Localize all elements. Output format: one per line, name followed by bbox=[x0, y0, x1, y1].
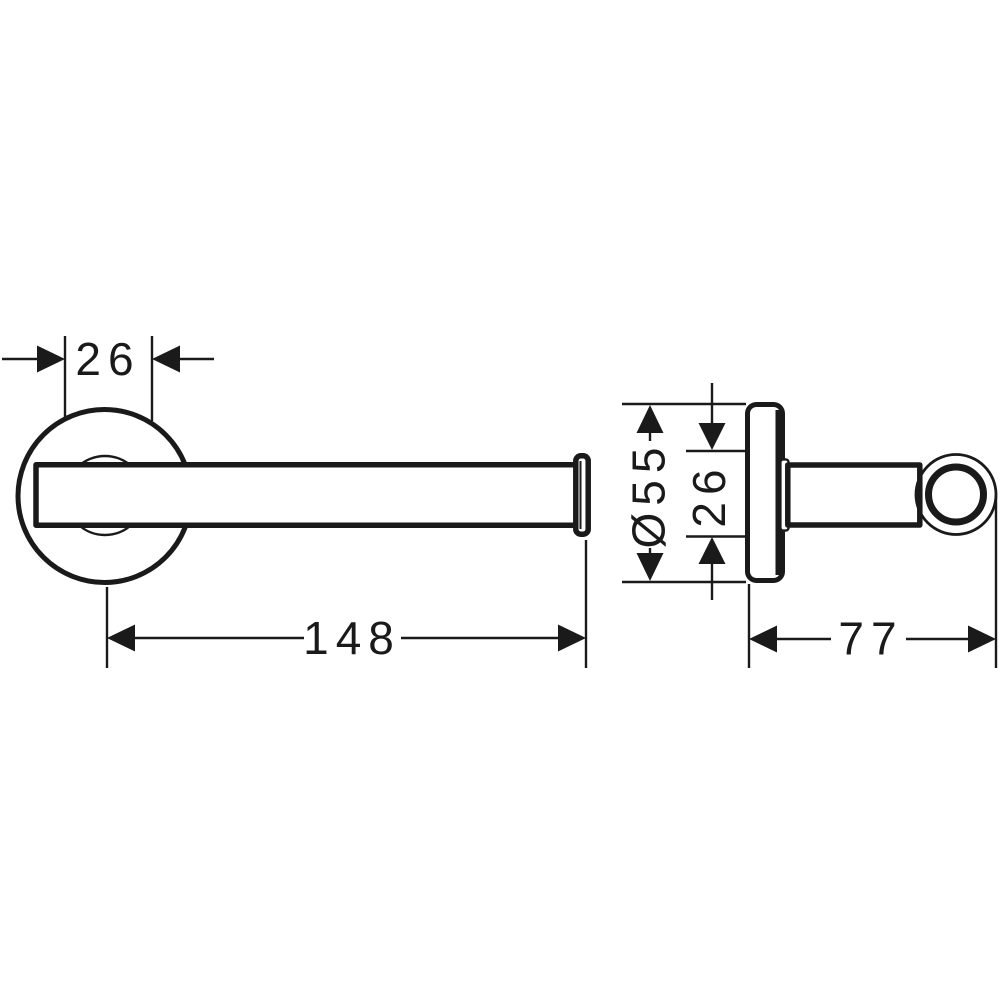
dimension-side-collar-diameter: 26 bbox=[683, 383, 746, 600]
arrowhead-down-icon bbox=[698, 423, 726, 450]
roll-holder-arm bbox=[33, 462, 577, 528]
dim-label-side-depth: 77 bbox=[838, 613, 903, 665]
arrowhead-left-icon bbox=[152, 345, 180, 373]
arm-end-cap bbox=[573, 453, 591, 537]
end-ring-outer bbox=[914, 453, 998, 536]
dim-label-side-collar-diameter: 26 bbox=[683, 462, 735, 527]
front-view bbox=[15, 407, 591, 585]
arrowhead-right-icon bbox=[558, 624, 586, 652]
arrowhead-up-icon bbox=[636, 405, 664, 433]
dim-label-front-arm-width: 26 bbox=[75, 333, 140, 385]
arrowhead-left-icon bbox=[749, 625, 777, 653]
end-ring-hole bbox=[925, 463, 987, 526]
dimension-front-arm-length: 148 bbox=[105, 540, 588, 668]
arrowhead-right-icon bbox=[968, 625, 996, 653]
dim-label-front-arm-length: 148 bbox=[303, 612, 401, 664]
dim-label-side-plate-diameter: Ø55 bbox=[623, 441, 675, 549]
dimension-side-plate-diameter: Ø55 bbox=[622, 402, 746, 584]
dimension-front-arm-width: 26 bbox=[2, 333, 214, 421]
side-view bbox=[745, 402, 998, 583]
arrowhead-down-icon bbox=[636, 553, 664, 581]
arrowhead-up-icon bbox=[698, 537, 726, 564]
arrowhead-left-icon bbox=[107, 624, 135, 652]
arm-side bbox=[785, 462, 923, 528]
arrowhead-right-icon bbox=[37, 345, 65, 373]
dimension-side-depth: 77 bbox=[747, 497, 998, 668]
